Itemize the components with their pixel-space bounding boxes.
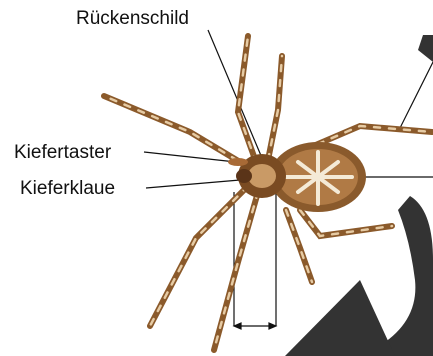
chelicera xyxy=(236,169,252,183)
pointer-right-top xyxy=(400,62,433,128)
leg-left-3 xyxy=(150,186,248,326)
label-pedipalp: Kiefertaster xyxy=(14,142,111,164)
label-dorsal-shield: Rückenschild xyxy=(76,8,189,30)
pointer-chelicera xyxy=(146,180,240,188)
label-chelicera: Kieferklaue xyxy=(20,178,115,200)
leg-front-left-2 xyxy=(104,96,250,168)
pedipalp xyxy=(228,158,248,166)
arrowhead-left xyxy=(234,323,241,329)
spider-body xyxy=(228,142,366,212)
arrowhead-right xyxy=(269,323,276,329)
pointer-dorsal-shield xyxy=(208,30,262,158)
